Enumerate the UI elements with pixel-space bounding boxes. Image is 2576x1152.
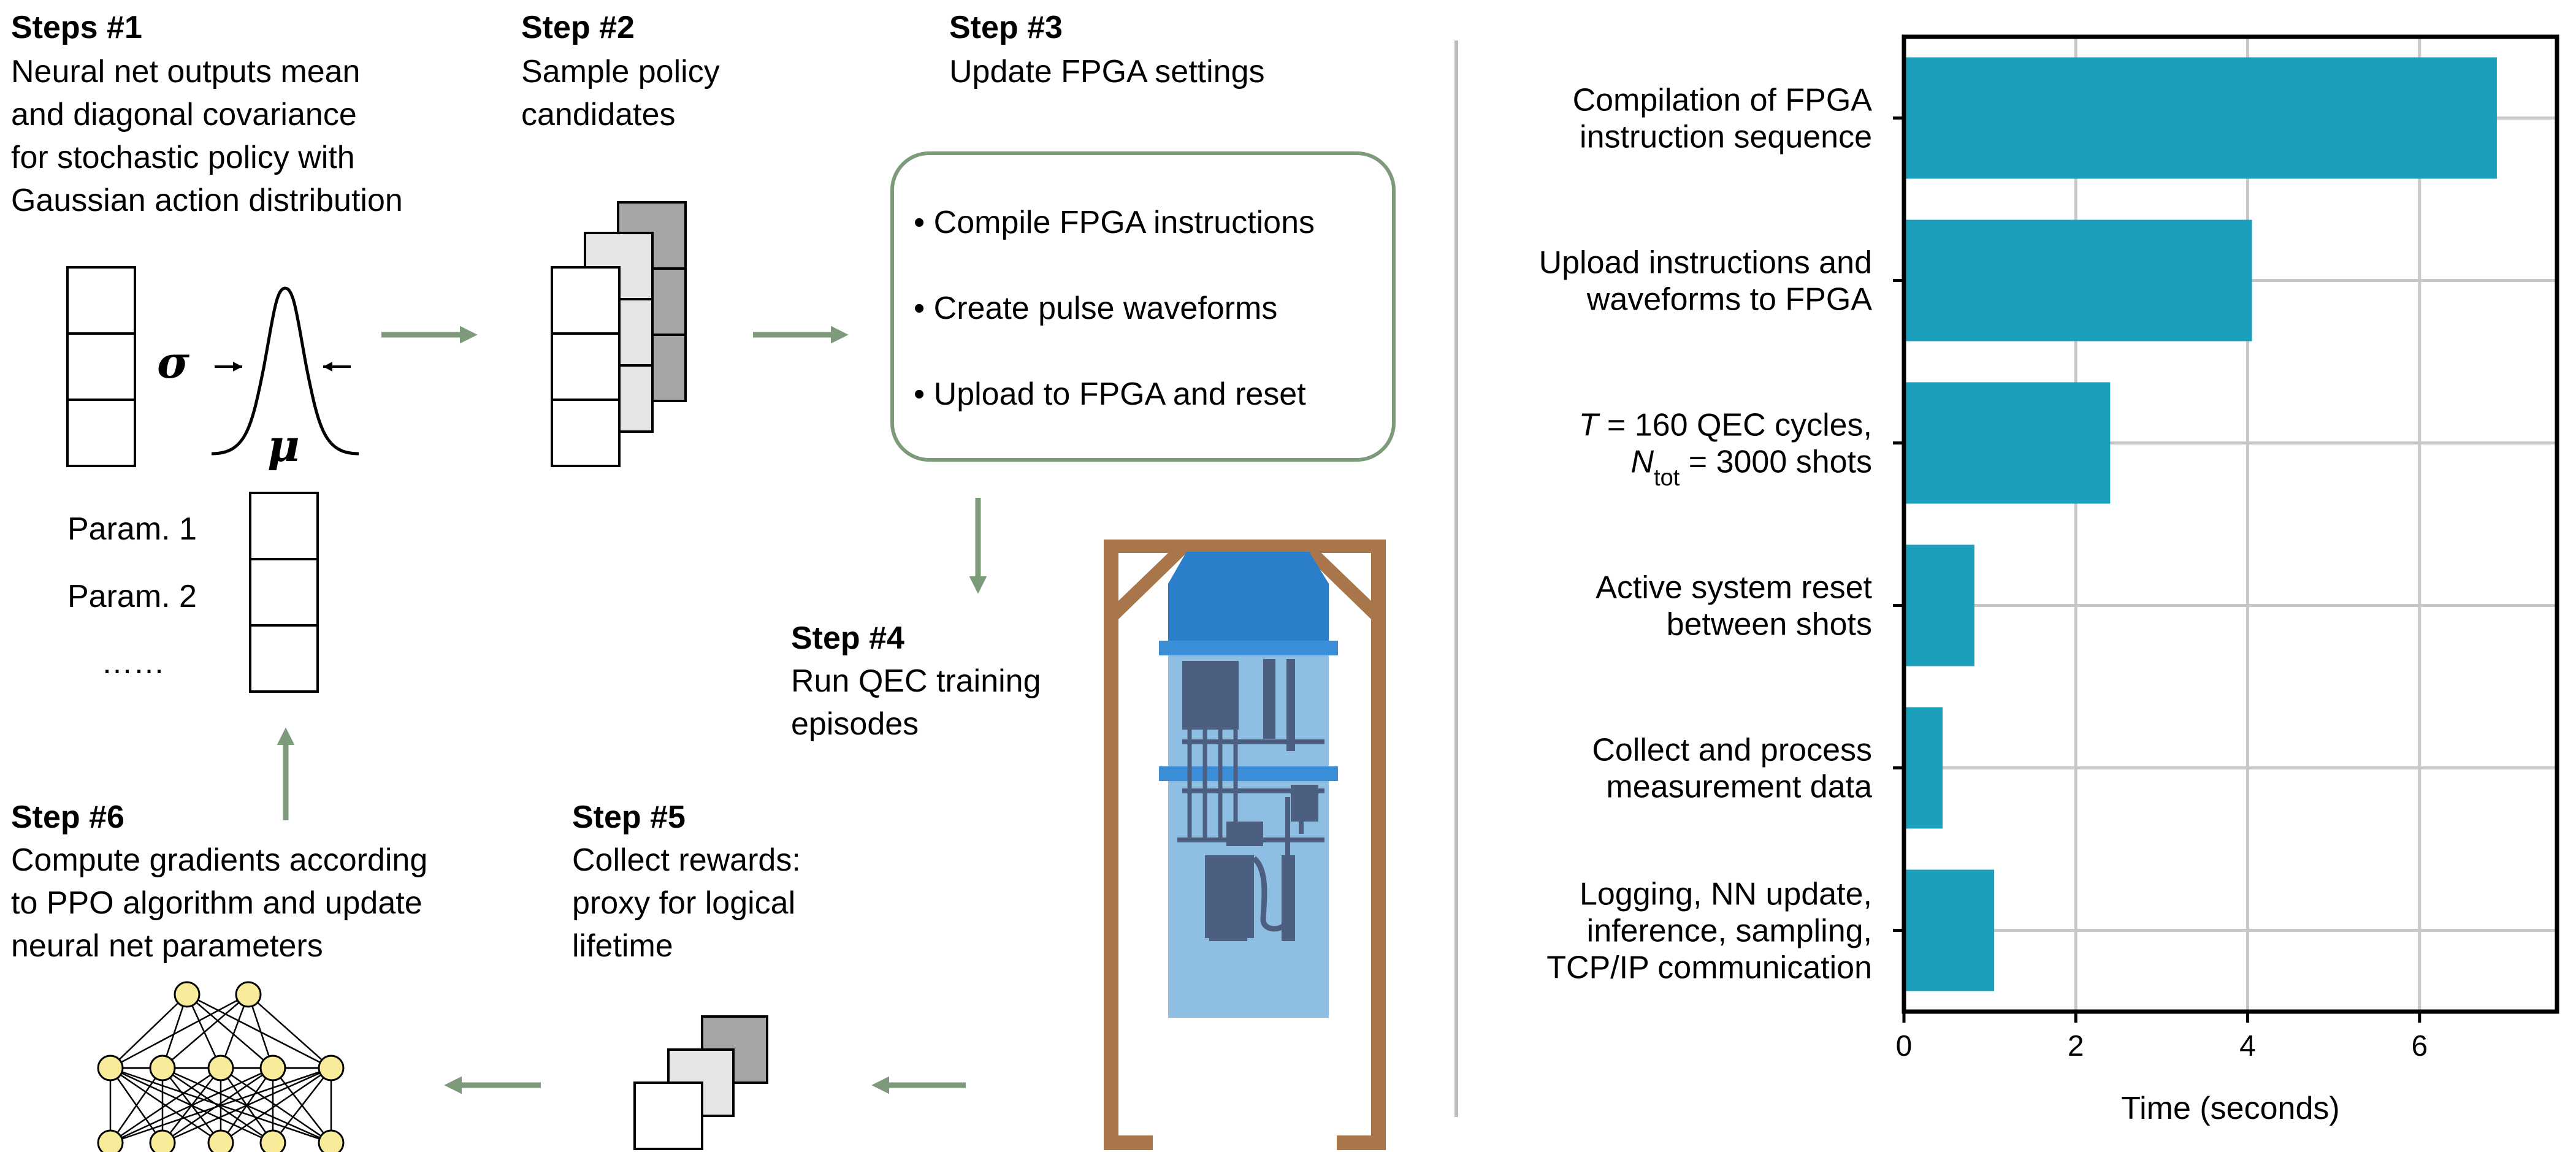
chart-category-label: T = 160 QEC cycles,: [1579, 408, 1872, 443]
chart-category-label: inference, sampling,: [1587, 914, 1872, 949]
chart-bar: [1904, 869, 1995, 991]
chart-x-ticks: 0 2 4 6: [1896, 1012, 2428, 1062]
nn-node: [235, 981, 262, 1008]
chart-category-label: Upload instructions and: [1539, 245, 1872, 281]
flow-arrows: [277, 326, 987, 1094]
chart-bar: [1904, 57, 2497, 179]
param-label-1: Param. 1: [67, 511, 197, 547]
nn-node: [259, 1129, 286, 1152]
fpga-settings-list: • Compile FPGA instructions • Create pul…: [914, 205, 1315, 412]
neural-network-diagram: [97, 981, 345, 1152]
nn-node: [207, 1055, 234, 1081]
step3-text: Step #3 Update FPGA settings: [949, 10, 1265, 90]
chart-category-label: Collect and process: [1592, 733, 1872, 768]
step1-line-1: Neural net outputs mean: [11, 54, 360, 90]
sigma-symbol: σ: [157, 336, 190, 388]
fpga-item-3: • Upload to FPGA and reset: [914, 376, 1306, 412]
step4-line-2: episodes: [791, 706, 919, 742]
step1-line-3: for stochastic policy with: [11, 140, 355, 175]
nn-node: [149, 1055, 176, 1081]
step2-line-2: candidates: [521, 97, 676, 132]
chart-category-label: measurement data: [1606, 769, 1872, 805]
chart-bars: [1904, 57, 2497, 991]
step5-line-1: Collect rewards:: [572, 842, 801, 878]
reward-stack: [633, 1015, 768, 1150]
step5-line-3: lifetime: [572, 928, 673, 964]
step4-text: Step #4 Run QEC training episodes: [791, 620, 1041, 742]
step1-title: Steps #1: [11, 10, 142, 45]
step1-line-2: and diagonal covariance: [11, 97, 357, 132]
step3-line-1: Update FPGA settings: [949, 54, 1265, 90]
nn-node: [149, 1129, 176, 1152]
step4-line-1: Run QEC training: [791, 663, 1041, 699]
fpga-item-1: • Compile FPGA instructions: [914, 205, 1315, 240]
chart-xtick-label: 4: [2239, 1030, 2256, 1062]
chart-bar: [1904, 707, 1943, 829]
chart-category-label: waveforms to FPGA: [1586, 282, 1873, 318]
step5-title: Step #5: [572, 799, 686, 835]
chart-category-label: Compilation of FPGA: [1573, 83, 1873, 118]
output-vector: [66, 266, 136, 467]
policy-candidate-stack: [551, 201, 687, 467]
step2-text: Step #2 Sample policy candidates: [521, 10, 720, 132]
step6-line-2: to PPO algorithm and update: [11, 885, 422, 921]
fpga-item-2: • Create pulse waveforms: [914, 291, 1277, 326]
chart-xtick-label: 6: [2411, 1030, 2428, 1062]
chart-category-label: Logging, NN update,: [1580, 877, 1872, 912]
nn-node: [318, 1055, 345, 1081]
step5-line-2: proxy for logical: [572, 885, 795, 921]
cryostat-illustration: [1104, 540, 1386, 1150]
chart-category-label: instruction sequence: [1580, 120, 1872, 155]
chart-bar: [1904, 382, 2111, 504]
fpga-settings-box: [890, 151, 1396, 462]
step5-text: Step #5 Collect rewards: proxy for logic…: [572, 799, 801, 964]
step6-line-1: Compute gradients according: [11, 842, 427, 878]
chart-xtick-label: 2: [2068, 1030, 2084, 1062]
step2-title: Step #2: [521, 10, 635, 45]
step2-line-1: Sample policy: [521, 54, 720, 90]
chart-category-label: Active system reset: [1596, 570, 1872, 606]
nn-node: [97, 1055, 124, 1081]
chart-grid: [1904, 37, 2557, 1012]
step6-line-3: neural net parameters: [11, 928, 323, 964]
chart-xtick-label: 0: [1896, 1030, 1913, 1062]
chart-category-label: Ntot = 3000 shots: [1631, 444, 1873, 491]
nn-node: [97, 1129, 124, 1152]
nn-node: [259, 1055, 286, 1081]
step1-text: Steps #1 Neural net outputs mean and dia…: [11, 10, 403, 218]
nn-nodes: [97, 981, 345, 1152]
param-list: Param. 1 Param. 2 ……: [67, 511, 197, 681]
step1-line-4: Gaussian action distribution: [11, 183, 403, 218]
param-ellipsis: ……: [101, 645, 165, 681]
mu-symbol: μ: [267, 419, 300, 471]
chart-xlabel: Time (seconds): [2121, 1091, 2339, 1126]
gaussian-distribution: σ μ: [157, 286, 359, 471]
step3-title: Step #3: [949, 10, 1063, 45]
param-label-2: Param. 2: [67, 579, 197, 614]
step4-title: Step #4: [791, 620, 904, 656]
step6-text: Step #6 Compute gradients according to P…: [11, 799, 427, 964]
chart-frame: [1901, 34, 2559, 1014]
param-vector: [249, 492, 319, 693]
nn-node: [318, 1129, 345, 1152]
chart-category-label: between shots: [1667, 607, 1872, 643]
nn-node: [207, 1129, 234, 1152]
nn-node: [174, 981, 201, 1008]
chart-category-label: TCP/IP communication: [1546, 950, 1872, 986]
step6-title: Step #6: [11, 799, 124, 835]
chart-bar: [1904, 544, 1974, 666]
chart-bar: [1904, 219, 2252, 341]
nn-edges: [109, 993, 332, 1144]
